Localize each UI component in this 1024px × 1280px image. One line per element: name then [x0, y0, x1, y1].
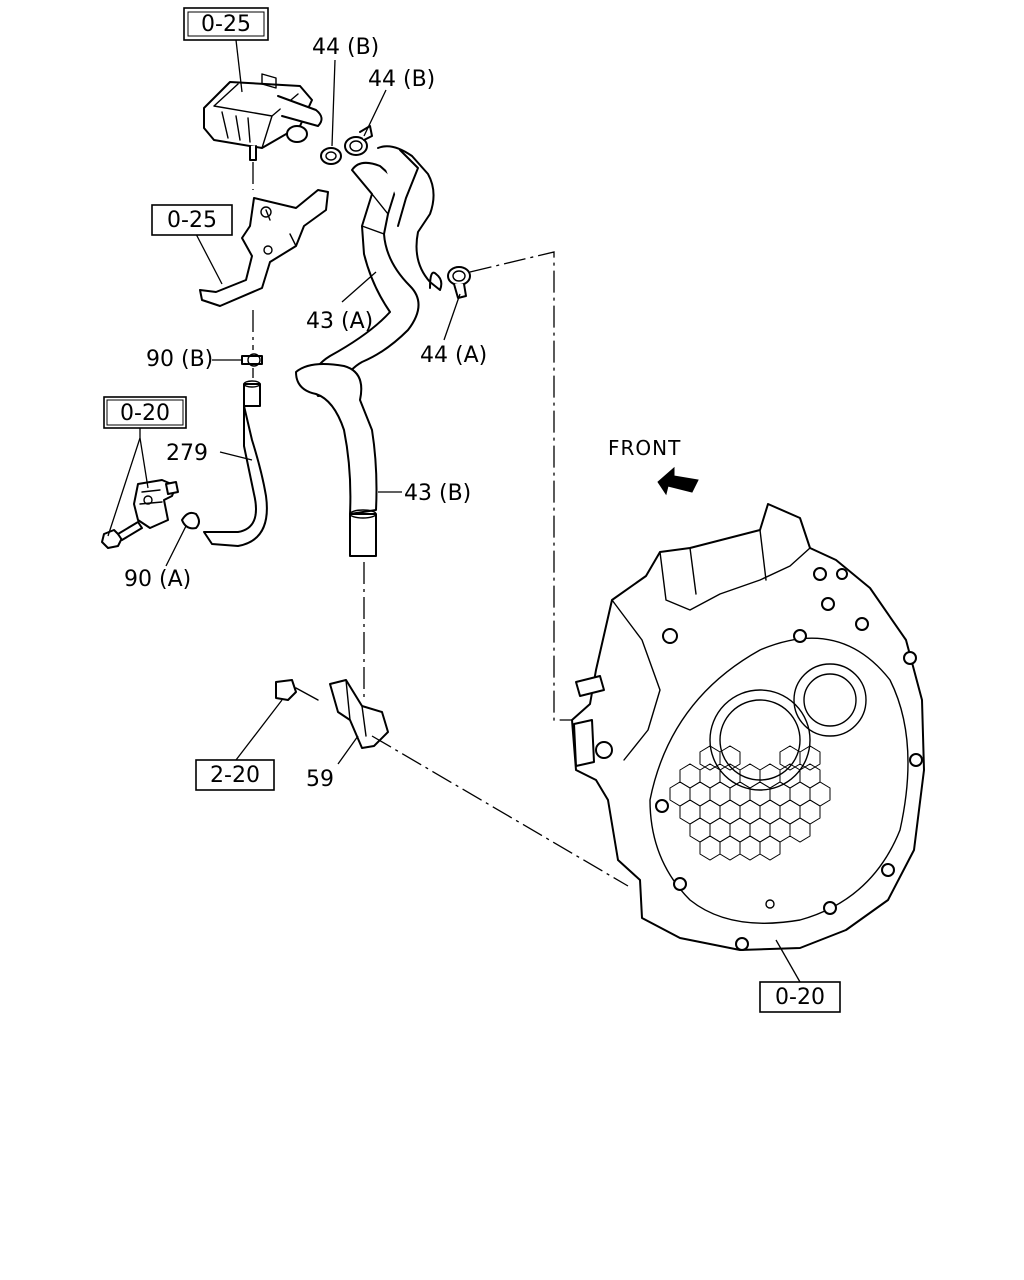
ref-box-bolt: 2-20: [195, 759, 275, 791]
label-bracket-59: 59: [306, 767, 334, 792]
label-clip-90a: 90 (A): [124, 567, 191, 592]
centerline-bracket-housing: [371, 735, 629, 887]
ref-bolt: 2-20: [210, 763, 260, 788]
hose-279: [203, 380, 268, 547]
ref-box-vacuum-unit: 0-25: [183, 7, 269, 41]
ref-box-bracket: 0-25: [151, 204, 233, 236]
label-clamp-44a: 44 (A): [420, 343, 487, 368]
ref-box-housing: 0-20: [759, 981, 841, 1013]
clip-90a: [181, 511, 200, 530]
clip-90b: [241, 353, 263, 367]
centerline-clamp-housing: [469, 251, 612, 721]
housing-hex-ribs: [669, 745, 831, 861]
flywheel-housing: [571, 503, 925, 951]
ref-bracket: 0-25: [167, 208, 217, 233]
clamp-44b-2: [344, 125, 373, 156]
hose-43b: [295, 363, 378, 557]
label-hose-279: 279: [166, 441, 208, 466]
ref-housing: 0-20: [775, 985, 825, 1010]
label-hose-43b: 43 (B): [404, 481, 471, 506]
leader-lines: [107, 39, 801, 983]
sensor-assembly: [133, 479, 179, 529]
clamp-44b-1: [320, 147, 342, 165]
label-clamp-44b-1: 44 (B): [312, 35, 379, 60]
ref-vacuum-unit: 0-25: [201, 12, 251, 37]
label-clamp-44b-2: 44 (B): [368, 67, 435, 92]
front-label: FRONT: [608, 436, 681, 460]
label-hose-43a: 43 (A): [306, 309, 373, 334]
clamp-44a: [447, 266, 471, 299]
label-clip-90b: 90 (B): [146, 347, 213, 372]
bolt-2-20: [275, 679, 319, 701]
ref-sensor: 0-20: [120, 401, 170, 426]
ref-box-sensor: 0-20: [103, 396, 187, 429]
sensor-bolt: [101, 521, 143, 549]
bracket-59: [329, 679, 389, 749]
mounting-bracket: [199, 189, 329, 307]
front-arrow-icon: [657, 466, 699, 496]
hose-43a: [312, 145, 443, 397]
vacuum-control-unit: [203, 73, 323, 161]
